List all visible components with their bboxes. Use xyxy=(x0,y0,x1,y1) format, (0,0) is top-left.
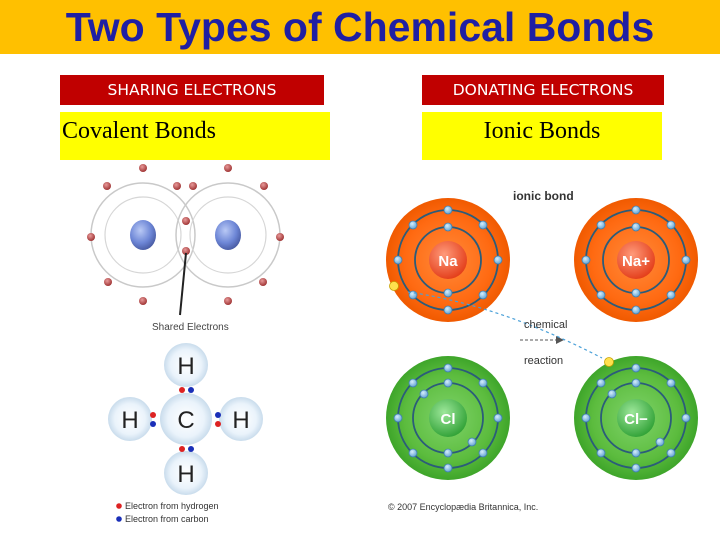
shared-electrons-caption: Shared Electrons xyxy=(152,322,229,333)
sodium-ion: Na+ xyxy=(574,198,698,322)
slide-title: Two Types of Chemical Bonds xyxy=(65,4,655,50)
ionic-bond-diagram: ionic bond Na Na+ xyxy=(386,189,698,512)
legend-carbon: Electron from carbon xyxy=(125,514,209,524)
na-ion-symbol: Na+ xyxy=(622,253,650,270)
cl-symbol: Cl xyxy=(441,411,456,428)
methane-h-bottom: H xyxy=(177,461,194,488)
na-symbol: Na xyxy=(438,253,458,270)
methane-h-top: H xyxy=(177,353,194,380)
chlorine-atom: Cl xyxy=(386,356,510,480)
arrow-label-reaction: reaction xyxy=(524,355,563,367)
legend-hydrogen: Electron from hydrogen xyxy=(125,501,219,511)
ionic-bond-caption: ionic bond xyxy=(513,189,574,203)
donating-electrons-label: DONATING ELECTRONS xyxy=(422,75,664,105)
covalent-bonds-label: Covalent Bonds xyxy=(60,112,330,160)
methane-h-left: H xyxy=(121,407,138,434)
britannica-credit: © 2007 Encyclopædia Britannica, Inc. xyxy=(388,502,538,512)
ionic-bonds-label: Ionic Bonds xyxy=(422,112,662,160)
cl-ion-symbol: Cl− xyxy=(624,411,648,428)
methane-c-center: C xyxy=(177,407,194,434)
arrow-label-chemical: chemical xyxy=(524,319,567,331)
sodium-atom: Na xyxy=(386,198,510,322)
chloride-ion: Cl− xyxy=(574,356,698,480)
methane-diagram: H H C H H Electron from hydrogen Electro… xyxy=(108,343,263,524)
sharing-electrons-label: SHARING ELECTRONS xyxy=(60,75,324,105)
methane-h-right: H xyxy=(232,407,249,434)
covalent-h2-diagram: Shared Electrons xyxy=(87,164,284,333)
title-bar xyxy=(0,0,720,54)
